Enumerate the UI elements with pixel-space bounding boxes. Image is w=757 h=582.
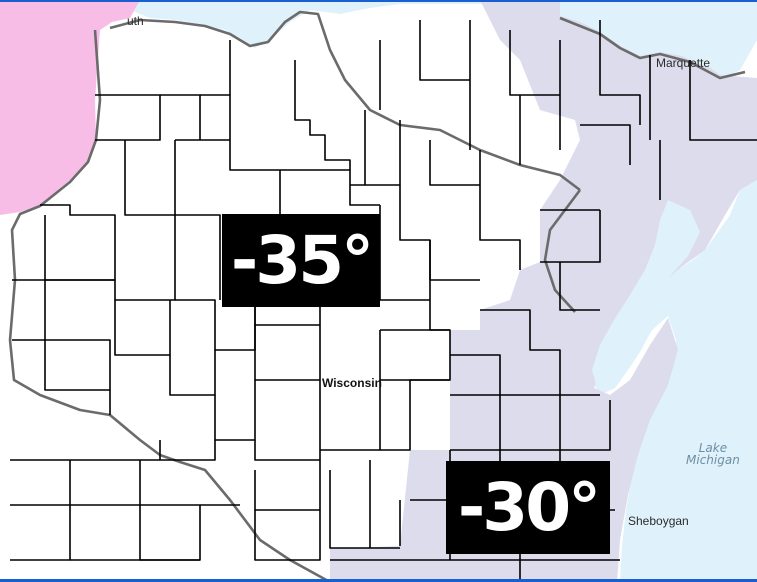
place-label-sheboygan: Sheboygan	[628, 514, 689, 528]
state-border	[8, 29, 331, 582]
water-label-lake-michigan: Lake Michigan	[686, 442, 740, 466]
water-label-line-2: Michigan	[686, 453, 740, 467]
zone-pink	[0, 0, 140, 215]
place-label-duluth: uth	[127, 14, 144, 28]
place-label-marquette: Marquette	[656, 56, 711, 70]
frame-bottom-border	[0, 579, 757, 582]
water-label-line-1: Lake	[698, 441, 728, 455]
place-label-wisconsin: Wisconsin	[322, 376, 382, 390]
frame-top-border	[0, 0, 757, 2]
temperature-badge-southeast: -30°	[446, 461, 610, 554]
temperature-badge-northwest: -35°	[222, 214, 380, 307]
zone-lavender	[330, 0, 757, 582]
